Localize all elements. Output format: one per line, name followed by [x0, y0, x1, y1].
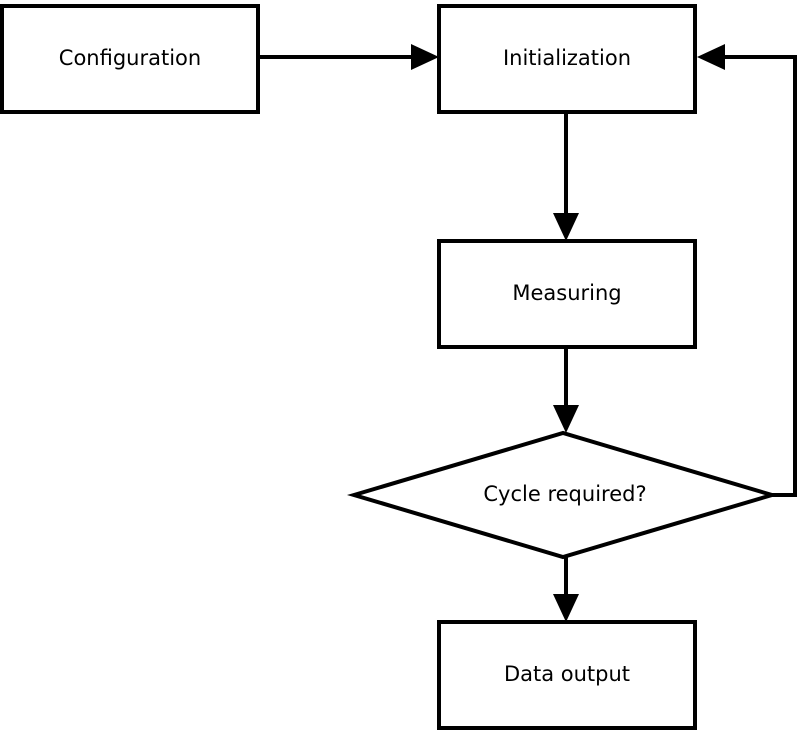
initialization-label: Initialization — [503, 46, 631, 70]
node-configuration[interactable]: Configuration — [0, 4, 260, 114]
initialization-box[interactable] — [437, 4, 697, 114]
measuring-label: Measuring — [512, 281, 621, 305]
data-output-box[interactable] — [437, 620, 697, 730]
node-cycle-required[interactable]: Cycle required? — [346, 430, 780, 560]
node-data-output[interactable]: Data output — [437, 620, 697, 730]
cycle-required-label: Cycle required? — [483, 482, 646, 506]
configuration-box[interactable] — [0, 4, 260, 114]
configuration-label: Configuration — [59, 46, 201, 70]
arrow-head-measuring-cycle — [553, 405, 579, 433]
arrow-head-init-measuring — [553, 213, 579, 241]
node-initialization[interactable]: Initialization — [437, 4, 697, 114]
cycle-required-diamond[interactable] — [346, 430, 780, 560]
arrow-head-config-init — [411, 44, 439, 70]
measuring-box[interactable] — [437, 239, 697, 349]
edge-cycle-required-to-data-output — [553, 557, 579, 622]
arrow-head-cycle-output — [553, 594, 579, 622]
node-measuring[interactable]: Measuring — [437, 239, 697, 349]
edge-line-cycle-init-loop — [716, 55, 797, 497]
edge-measuring-to-cycle-required — [553, 347, 579, 433]
edge-cycle-required-to-initialization — [697, 44, 797, 497]
edge-initialization-to-measuring — [553, 112, 579, 241]
edge-configuration-to-initialization — [258, 44, 439, 70]
data-output-label: Data output — [504, 662, 630, 686]
arrow-head-cycle-init-loop — [697, 44, 725, 70]
